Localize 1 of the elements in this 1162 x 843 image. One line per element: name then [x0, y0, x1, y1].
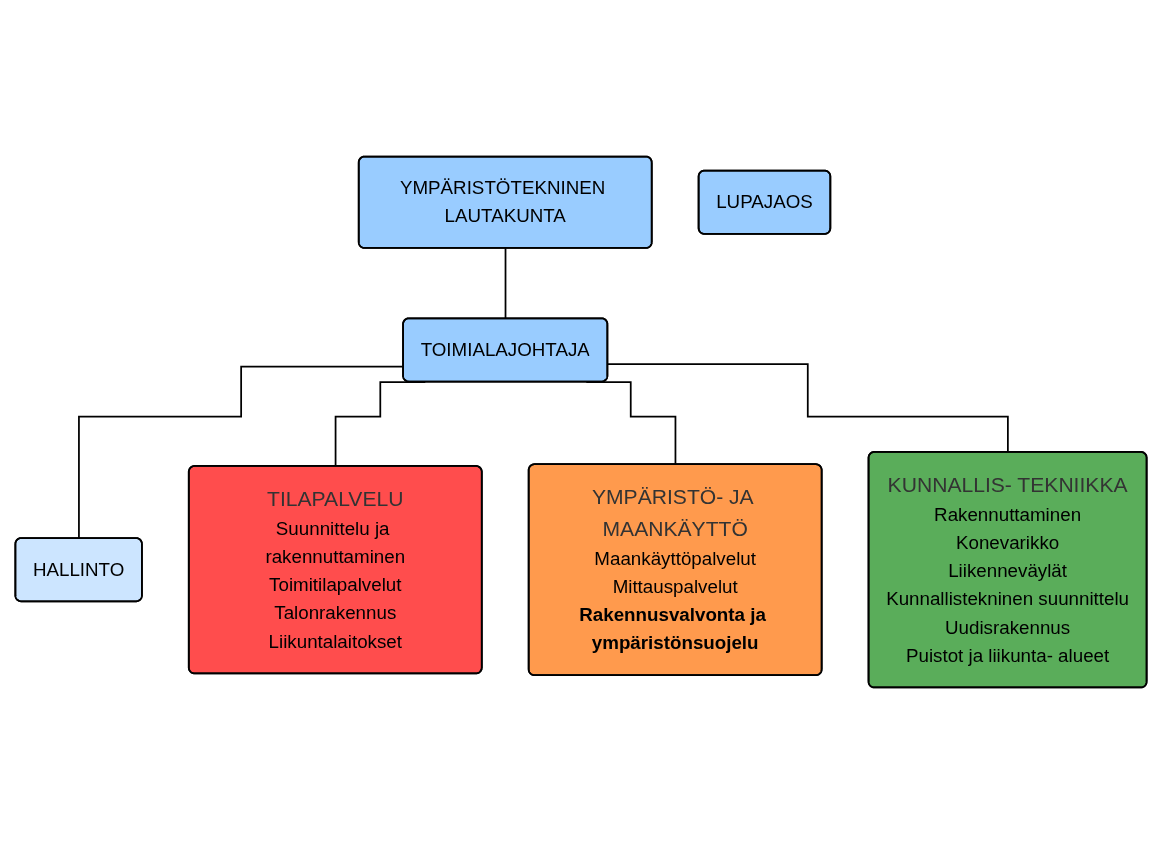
- connector: [607, 362, 1010, 453]
